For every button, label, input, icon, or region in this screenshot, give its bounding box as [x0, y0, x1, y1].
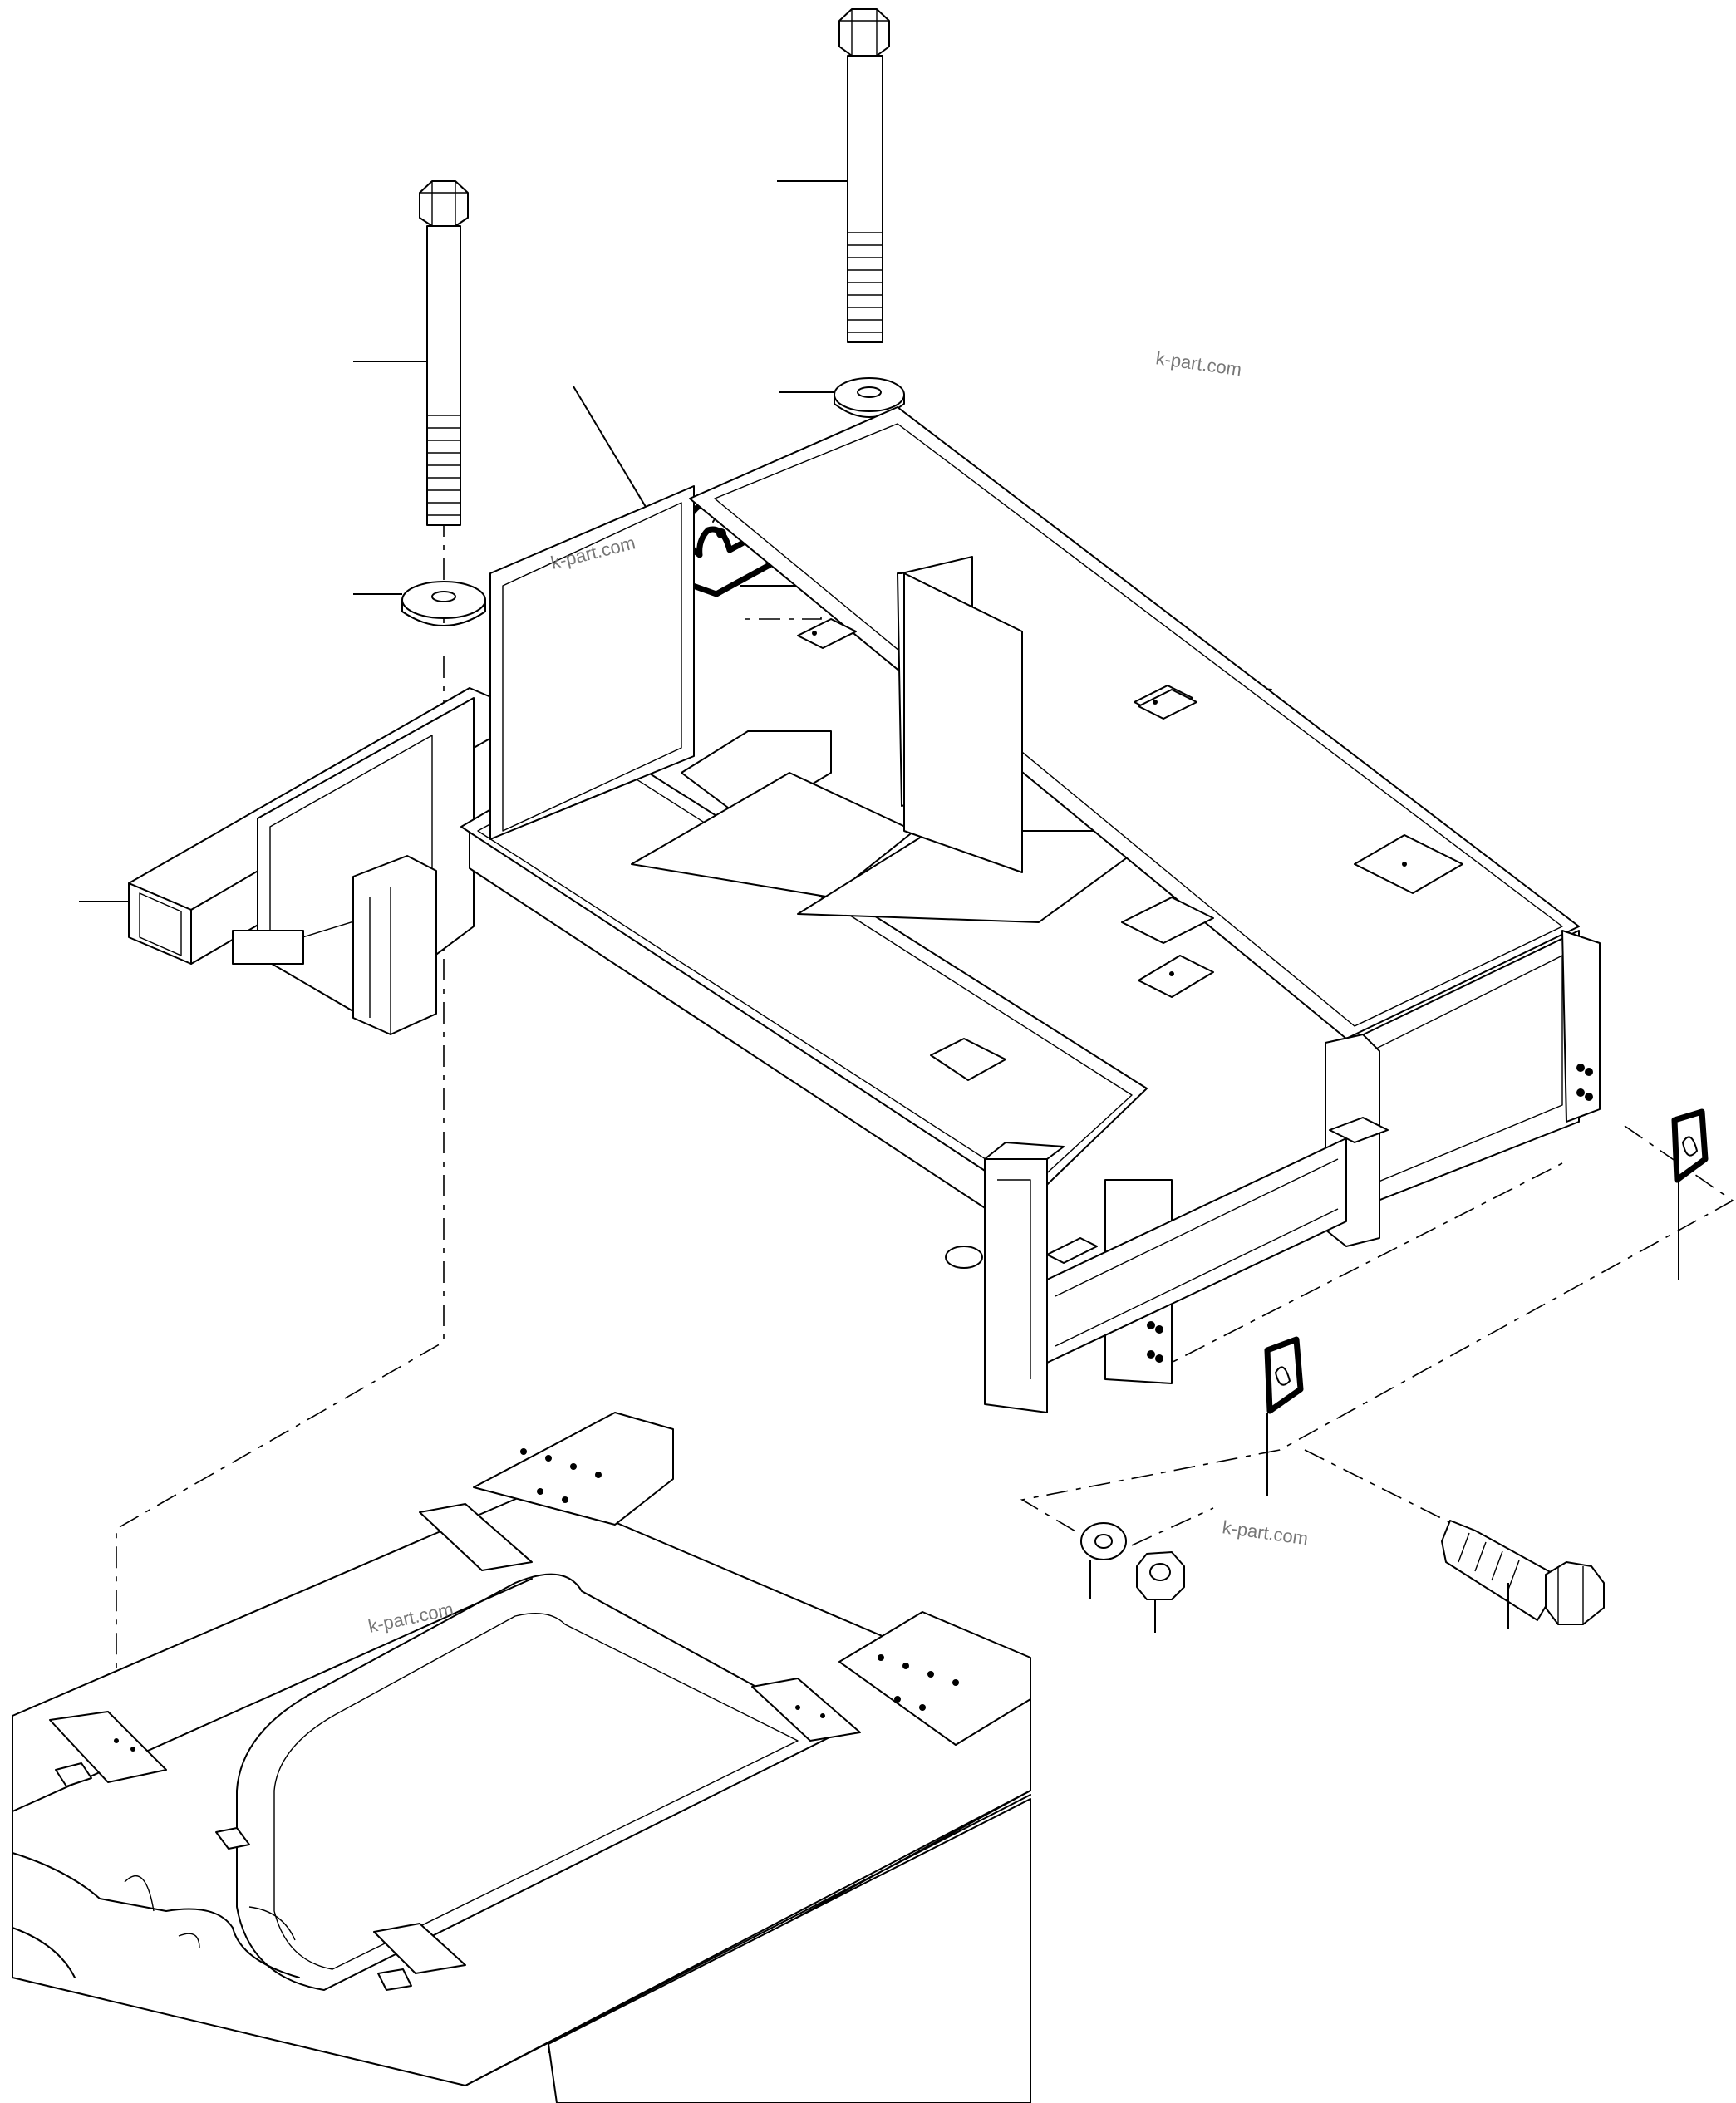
- base-holes: [114, 1448, 959, 1752]
- watermark-1: k-part.com: [1154, 347, 1242, 380]
- washer-right: [779, 377, 905, 418]
- main-frame: [79, 406, 1601, 1413]
- bolt-left: [353, 180, 469, 526]
- bracket-plate-left: [1264, 1336, 1304, 1496]
- washer-left: [353, 581, 486, 626]
- bolt-right: [777, 8, 890, 343]
- watermark-3: k-part.com: [1221, 1516, 1309, 1549]
- washer-small: [1080, 1522, 1127, 1599]
- nut-small: [1136, 1551, 1185, 1633]
- bolt-short: [1441, 1520, 1605, 1629]
- bracket-plate-right: [1671, 1108, 1709, 1280]
- base-frame: [12, 1412, 1031, 2103]
